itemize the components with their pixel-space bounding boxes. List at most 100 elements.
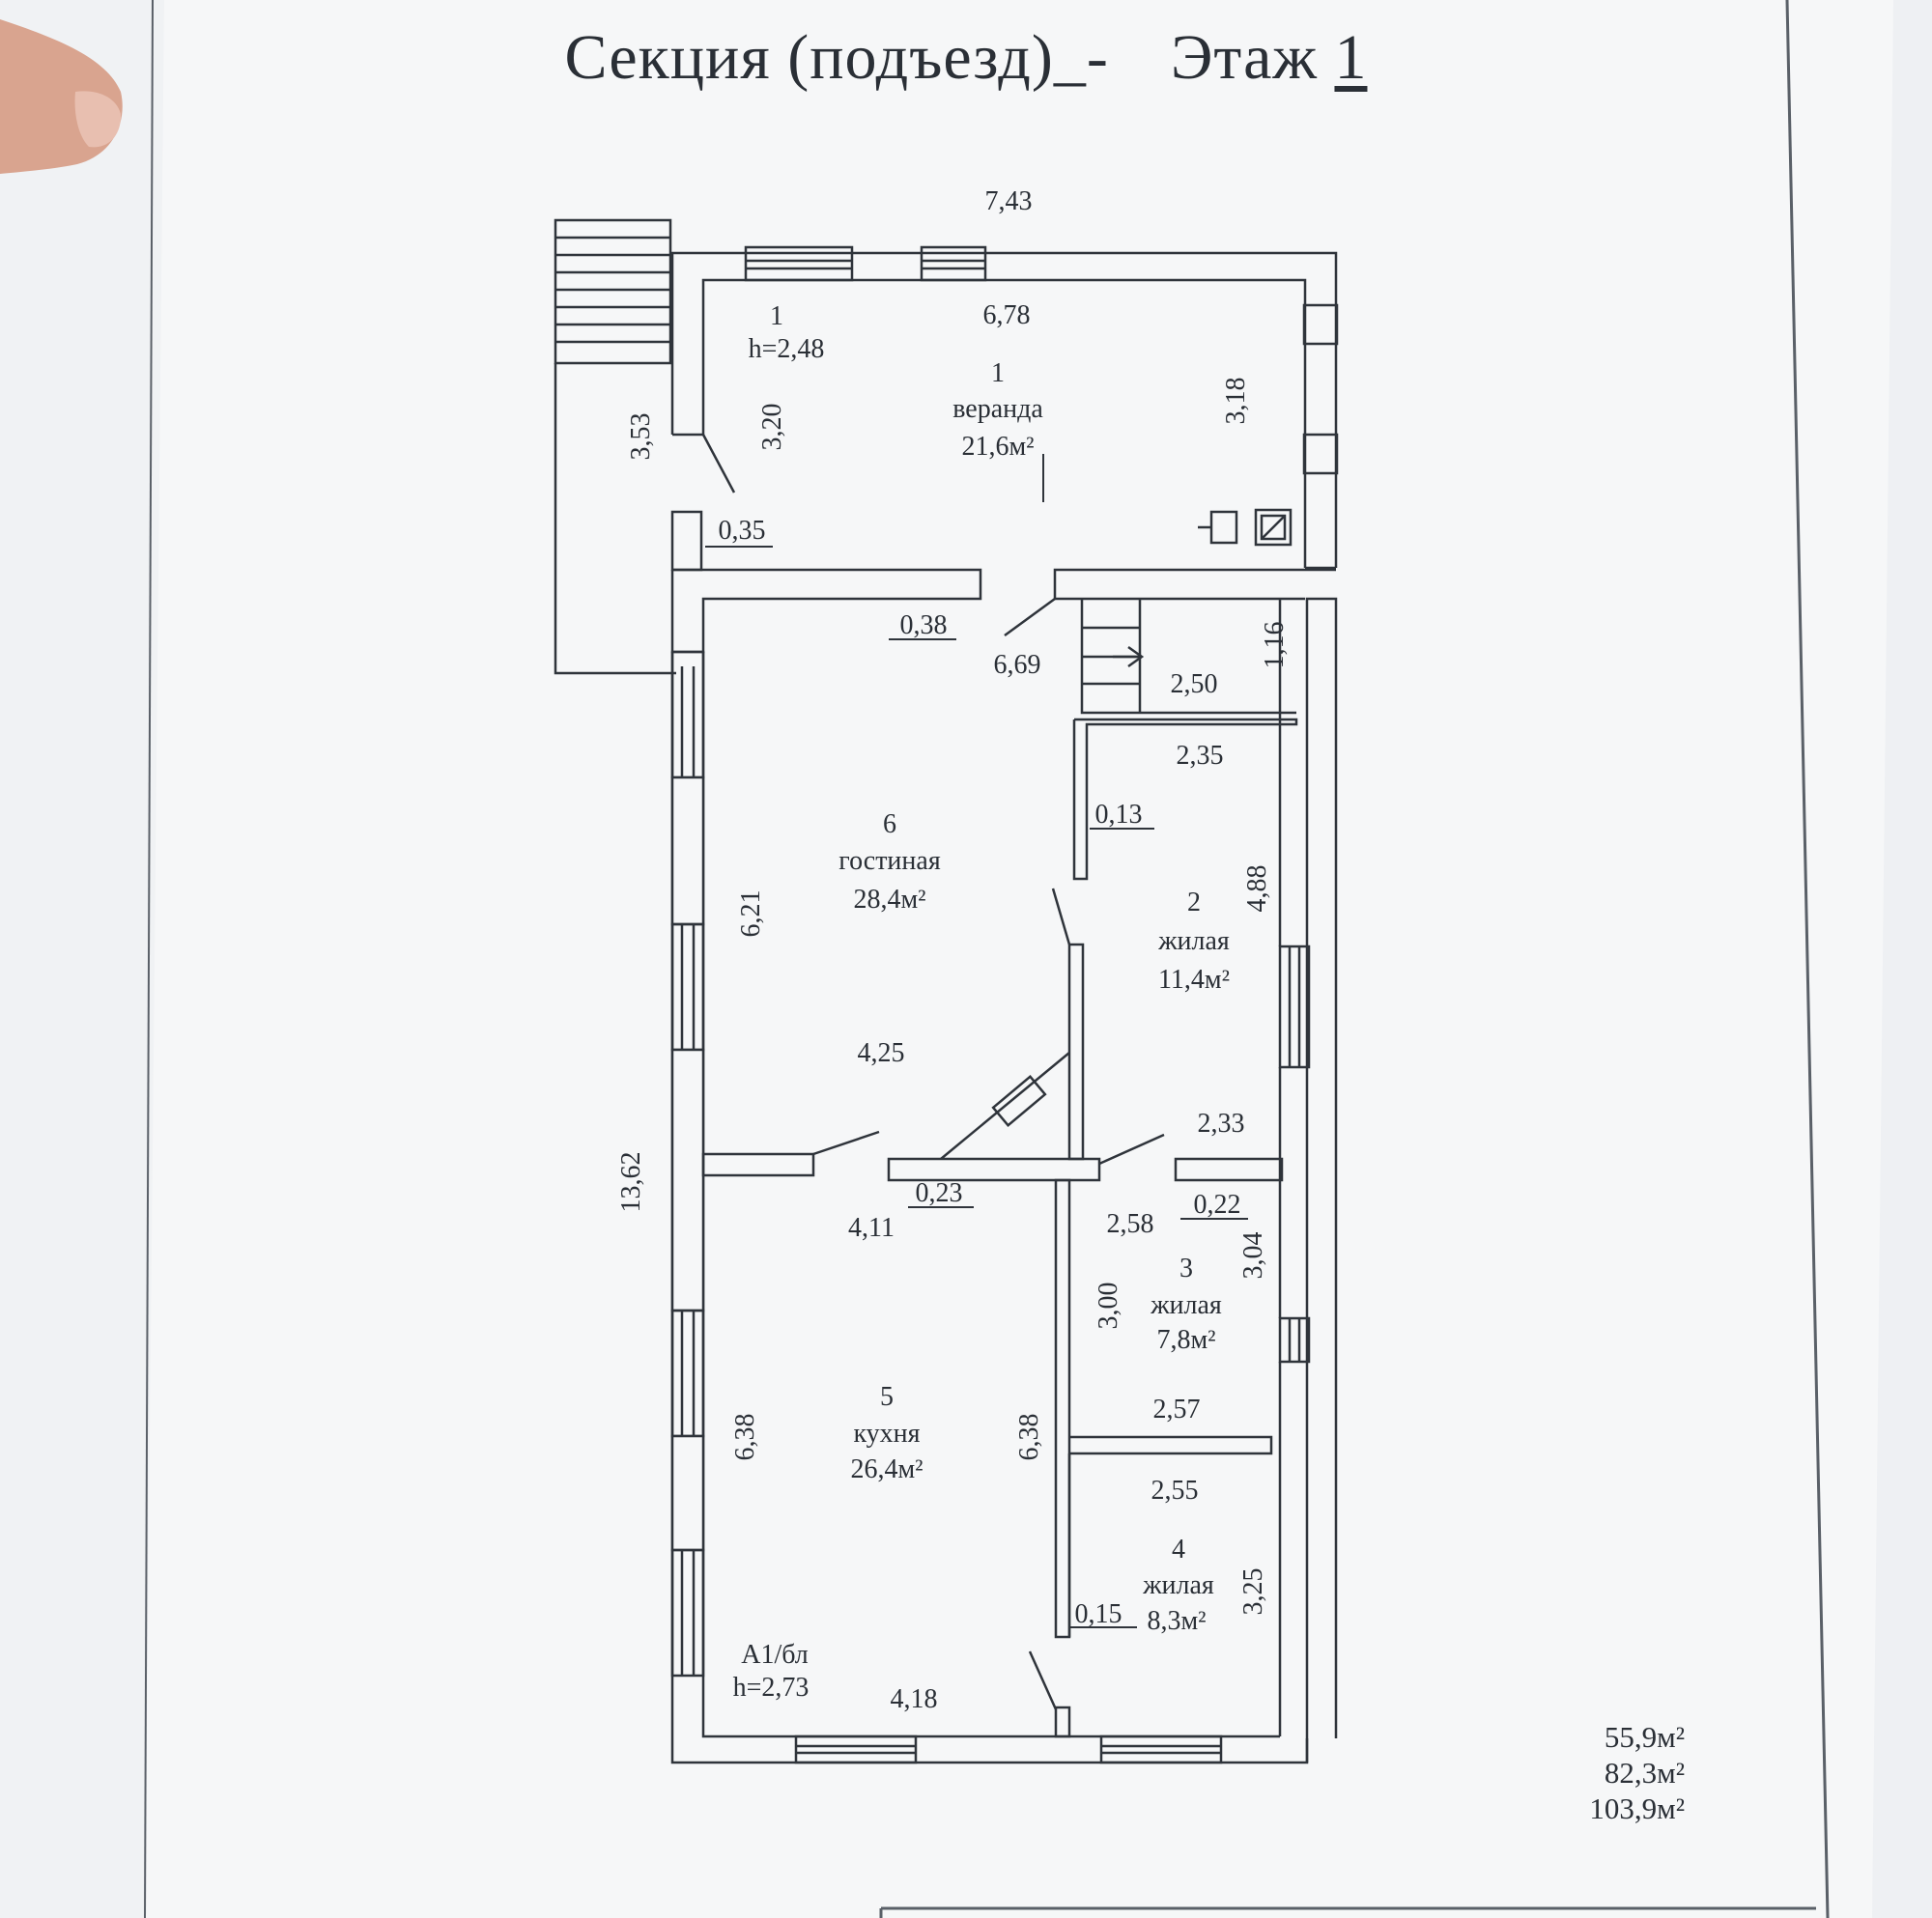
right-window-1 (1278, 945, 1311, 1069)
dim-porch-depth: 3,53 (626, 413, 656, 461)
dim-room4-width: 2,55 (1151, 1476, 1199, 1506)
dim-veranda-width: 6,78 (983, 300, 1031, 330)
dim-veranda-wall: 0,35 (719, 516, 766, 546)
dim-partition-022: 0,22 (1194, 1190, 1241, 1220)
dim-room3-depth-left: 3,00 (1094, 1283, 1123, 1330)
veranda-window-4 (1302, 433, 1339, 475)
total-area-overall: 103,9м² (1589, 1791, 1685, 1825)
dim-room4-depth: 3,25 (1238, 1568, 1268, 1616)
room4-door (1028, 1650, 1058, 1710)
room2-partition (1072, 718, 1298, 881)
room-area-bedroom3: 7,8м² (1156, 1325, 1215, 1355)
dim-partition-015: 0,15 (1075, 1599, 1122, 1629)
walls (554, 218, 1339, 1764)
boiler-symbol (1254, 508, 1293, 547)
dimension-lines (705, 454, 1248, 1628)
fixture-symbol (991, 1074, 1047, 1128)
dim-room3-width-top: 2,33 (1198, 1109, 1245, 1139)
dim-veranda-depth-left: 3,20 (757, 404, 787, 451)
veranda-window-1 (744, 245, 854, 282)
dim-living-width: 4,25 (858, 1038, 905, 1068)
dim-overall-length: 13,62 (616, 1152, 646, 1213)
room-name-veranda: веранда (952, 394, 1043, 424)
dim-stair-width: 2,50 (1171, 669, 1218, 699)
room-name-bedroom2: жилая (1157, 926, 1230, 956)
dim-stair-depth: 1,16 (1260, 622, 1290, 669)
dimension-labels: 7,43 6,78 0,35 0,38 6,69 2,50 2,35 0,13 … (719, 186, 1245, 1714)
fingernail (74, 91, 122, 148)
dim-room3-depth-right: 3,04 (1238, 1232, 1268, 1280)
floor-label: Этаж (1170, 22, 1318, 93)
veranda-block-label: 1 (770, 301, 783, 331)
living-kitchen-door (812, 1130, 880, 1156)
stair-area (1080, 599, 1296, 715)
room-area-bedroom4: 8,3м² (1147, 1606, 1206, 1636)
room-number-living: 6 (883, 809, 896, 839)
dim-living-depth: 6,21 (736, 890, 766, 938)
total-area-living: 55,9м² (1604, 1720, 1685, 1754)
dim-veranda-depth-right: 3,18 (1221, 378, 1251, 425)
main-height-label: h=2,73 (733, 1673, 810, 1703)
frame-left-line (144, 0, 154, 1918)
dim-room2-width: 2,35 (1177, 741, 1224, 771)
living-kitchen-partition-left (701, 1152, 815, 1177)
veranda-outer-wall (670, 251, 1338, 568)
section-label: Секция (подъезд)_- (564, 22, 1109, 93)
room-number-bedroom2: 2 (1187, 888, 1201, 917)
room-area-bedroom2: 11,4м² (1158, 965, 1230, 995)
frame-right-line (1785, 0, 1830, 1918)
porch-stairs (554, 218, 672, 365)
dimension-labels-vertical: 3,53 3,20 3,18 1,16 4,88 6,21 13,62 3,04… (616, 378, 1290, 1616)
sheet-top-title: Поэтажный план (0, 0, 1932, 14)
room-name-bedroom3: жилая (1150, 1290, 1222, 1320)
dim-main-wall: 0,38 (900, 610, 948, 640)
dim-kitchen-width-top: 4,11 (848, 1213, 895, 1243)
total-area-general: 82,3м² (1604, 1756, 1685, 1790)
dim-room3-width: 2,58 (1107, 1209, 1154, 1239)
room-name-bedroom4: жилая (1142, 1570, 1214, 1600)
dim-kitchen-depth-right: 6,38 (1014, 1414, 1044, 1461)
room-number-bedroom4: 4 (1172, 1535, 1185, 1565)
dim-kitchen-depth: 6,38 (730, 1414, 760, 1461)
room-area-kitchen: 26,4м² (850, 1454, 923, 1484)
area-totals: 55,9м² 82,3м² 103,9м² (1589, 1719, 1685, 1826)
bottom-window-2 (1099, 1735, 1223, 1764)
kitchen-right-wall (1054, 1178, 1071, 1639)
dim-partition-013: 0,13 (1095, 800, 1143, 830)
diagonal-fixture (940, 1052, 1070, 1160)
veranda-inner-wall (701, 278, 1307, 568)
room-number-bedroom3: 3 (1179, 1254, 1193, 1283)
dim-partition-023: 0,23 (916, 1178, 963, 1208)
room3-room4-partition (1069, 1435, 1273, 1455)
room3-door (1098, 1133, 1165, 1166)
veranda-window-2 (920, 245, 987, 282)
dim-corridor: 6,69 (994, 650, 1041, 680)
veranda-window-3 (1302, 303, 1339, 346)
room-name-kitchen: кухня (853, 1419, 920, 1449)
room-labels: 1 h=2,48 1 веранда 21,6м² 6 гостиная 28,… (733, 301, 1230, 1703)
veranda-height-label: h=2,48 (749, 334, 825, 364)
right-window-2 (1278, 1316, 1311, 1364)
dim-kitchen-width-bottom: 4,18 (891, 1684, 938, 1714)
sheet-title: Секция (подъезд)_- Этаж 1 (0, 21, 1932, 95)
room-area-veranda: 21,6м² (961, 432, 1034, 462)
dim-room3-width-bottom: 2,57 (1153, 1395, 1201, 1424)
main-block-label: А1/бл (741, 1640, 809, 1670)
floor-number: 1 (1334, 22, 1368, 93)
dim-room2-depth: 4,88 (1242, 865, 1272, 913)
porch-outline (554, 363, 676, 675)
main-entry-door (1004, 597, 1056, 637)
room2-door (1051, 888, 1071, 945)
dim-overall-width: 7,43 (985, 186, 1033, 216)
room-area-living: 28,4м² (853, 885, 925, 915)
bottom-window-1 (794, 1735, 918, 1764)
room-number-veranda: 1 (991, 358, 1005, 388)
paper-sheet (145, 0, 1893, 1918)
left-window-4 (670, 1548, 705, 1678)
room-number-kitchen: 5 (880, 1382, 894, 1412)
room3-partition-top (1174, 1157, 1284, 1182)
stair-arrow (1127, 645, 1145, 668)
room-name-living: гостиная (838, 846, 941, 876)
